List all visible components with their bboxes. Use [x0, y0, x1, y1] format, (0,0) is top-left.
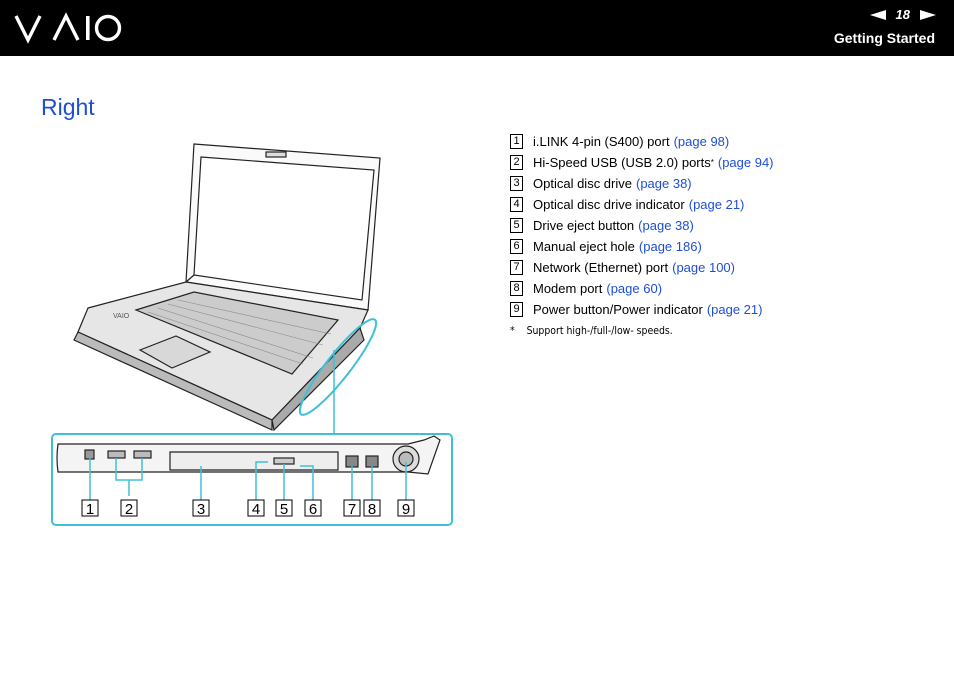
- item-text: Network (Ethernet) port: [533, 260, 669, 275]
- item-text: Modem port: [533, 281, 603, 296]
- callout-7: 7: [348, 501, 356, 518]
- page-link[interactable]: (page 98): [673, 134, 730, 149]
- callout-3: 3: [197, 501, 205, 518]
- page-link[interactable]: (page 21): [706, 302, 763, 317]
- page-link[interactable]: (page 94): [717, 155, 774, 170]
- callout-4: 4: [252, 501, 260, 518]
- page-link[interactable]: (page 186): [638, 239, 702, 254]
- list-item: 3 Optical disc drive(page 38): [510, 173, 774, 194]
- svg-text:VAIO: VAIO: [113, 313, 130, 320]
- item-number: 2: [510, 155, 523, 170]
- item-number: 5: [510, 218, 523, 233]
- footnote: * Support high-/full-/low- speeds.: [510, 324, 673, 337]
- list-item: 7 Network (Ethernet) port(page 100): [510, 257, 774, 278]
- page-link[interactable]: (page 38): [635, 176, 692, 191]
- page-link[interactable]: (page 60): [606, 281, 663, 296]
- list-item: 4 Optical disc drive indicator(page 21): [510, 194, 774, 215]
- item-number: 4: [510, 197, 523, 212]
- item-number: 8: [510, 281, 523, 296]
- footnote-marker: *: [710, 158, 714, 167]
- list-item: 2 Hi-Speed USB (USB 2.0) ports*(page 94): [510, 152, 774, 173]
- list-item: 5 Drive eject button(page 38): [510, 215, 774, 236]
- page-title: Right: [41, 94, 95, 120]
- page-link[interactable]: (page 100): [672, 260, 735, 275]
- item-text: i.LINK 4-pin (S400) port: [533, 134, 670, 149]
- callout-2: 2: [125, 501, 133, 518]
- footnote-mark: *: [510, 324, 515, 337]
- item-text: Optical disc drive indicator: [533, 197, 685, 212]
- vaio-logo: [14, 12, 122, 44]
- item-number: 3: [510, 176, 523, 191]
- page-nav: 18: [869, 7, 936, 22]
- list-item: 6 Manual eject hole(page 186): [510, 236, 774, 257]
- page-link[interactable]: (page 38): [638, 218, 694, 233]
- page-link[interactable]: (page 21): [688, 197, 745, 212]
- triangle-left-icon[interactable]: [869, 9, 886, 20]
- item-number: 1: [510, 134, 523, 149]
- footnote-text: Support high-/full-/low- speeds.: [526, 324, 673, 337]
- callout-8: 8: [368, 501, 376, 518]
- item-text: Power button/Power indicator: [533, 302, 703, 317]
- item-number: 6: [510, 239, 523, 254]
- item-text: Optical disc drive: [533, 176, 632, 191]
- list-item: 1 i.LINK 4-pin (S400) port(page 98): [510, 131, 774, 152]
- section-title: Getting Started: [833, 30, 935, 46]
- port-list: 1 i.LINK 4-pin (S400) port(page 98) 2 Hi-S…: [510, 131, 774, 320]
- item-number: 9: [510, 302, 523, 317]
- callout-9: 9: [402, 501, 410, 518]
- page-number: 18: [895, 7, 910, 22]
- list-item: 8 Modem port(page 60): [510, 278, 774, 299]
- item-text: Drive eject button: [533, 218, 635, 233]
- item-text: Hi-Speed USB (USB 2.0) ports: [533, 155, 711, 170]
- page-header: 18 Getting Started: [0, 0, 954, 56]
- item-number: 7: [510, 260, 523, 275]
- callout-6: 6: [309, 501, 317, 518]
- triangle-right-icon[interactable]: [920, 9, 936, 20]
- callout-1: 1: [86, 501, 94, 518]
- callout-5: 5: [280, 501, 288, 518]
- laptop-right-side-illustration: VAIO 1 2: [51, 143, 453, 526]
- item-text: Manual eject hole: [533, 239, 635, 254]
- list-item: 9 Power button/Power indicator(page 21): [510, 299, 774, 320]
